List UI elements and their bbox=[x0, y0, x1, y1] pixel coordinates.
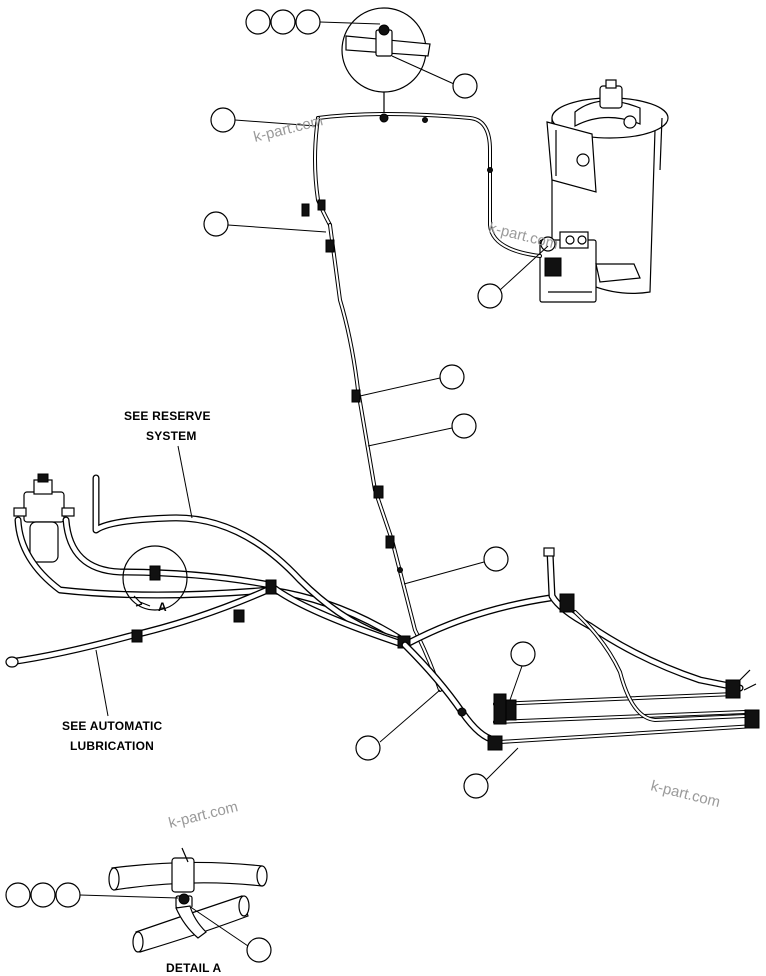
callout-balloon bbox=[210, 107, 236, 133]
callout-balloon bbox=[270, 9, 296, 35]
callout-balloon bbox=[483, 546, 509, 572]
upper-tube-run bbox=[301, 112, 542, 258]
see-automatic-label-line1: SEE AUTOMATIC bbox=[62, 719, 163, 733]
see-reserve-label-line2: SYSTEM bbox=[146, 429, 197, 443]
watermark-text: k-part.com bbox=[487, 219, 560, 253]
callout-balloon bbox=[5, 882, 31, 908]
callout-balloon bbox=[246, 937, 272, 963]
lubrication-pump-assembly bbox=[539, 79, 669, 303]
top-clamp-detail bbox=[341, 7, 431, 112]
detail-a-title: DETAIL A bbox=[166, 961, 222, 975]
watermark-text: k-part.com bbox=[649, 777, 722, 811]
see-automatic-label-line2: LUBRICATION bbox=[70, 739, 154, 753]
callout-balloon bbox=[55, 882, 81, 908]
detail-a-reference-label: A bbox=[158, 600, 167, 614]
callout-balloon bbox=[295, 9, 321, 35]
callout-balloon bbox=[477, 283, 503, 309]
callout-balloon bbox=[439, 364, 465, 390]
callout-balloon bbox=[452, 73, 478, 99]
vertical-tube-run bbox=[325, 223, 442, 692]
callout-balloon bbox=[355, 735, 381, 761]
detail-a-reference: A bbox=[122, 545, 188, 614]
callout-balloon bbox=[203, 211, 229, 237]
detail-a-view: DETAIL A bbox=[5, 847, 272, 975]
callout-balloon bbox=[30, 882, 56, 908]
lower-right-tube-assembly bbox=[401, 547, 760, 751]
filter-assembly bbox=[13, 473, 75, 563]
callout-balloon bbox=[463, 773, 489, 799]
hose-bundle bbox=[5, 474, 554, 668]
callout-balloon bbox=[451, 413, 477, 439]
callout-balloon bbox=[245, 9, 271, 35]
see-reserve-label-line1: SEE RESERVE bbox=[124, 409, 211, 423]
reference-labels: SEE RESERVE SYSTEM SEE AUTOMATIC LUBRICA… bbox=[62, 409, 211, 753]
callout-balloons bbox=[203, 9, 549, 799]
watermark-text: k-part.com bbox=[167, 798, 240, 832]
callout-balloon bbox=[510, 641, 536, 667]
